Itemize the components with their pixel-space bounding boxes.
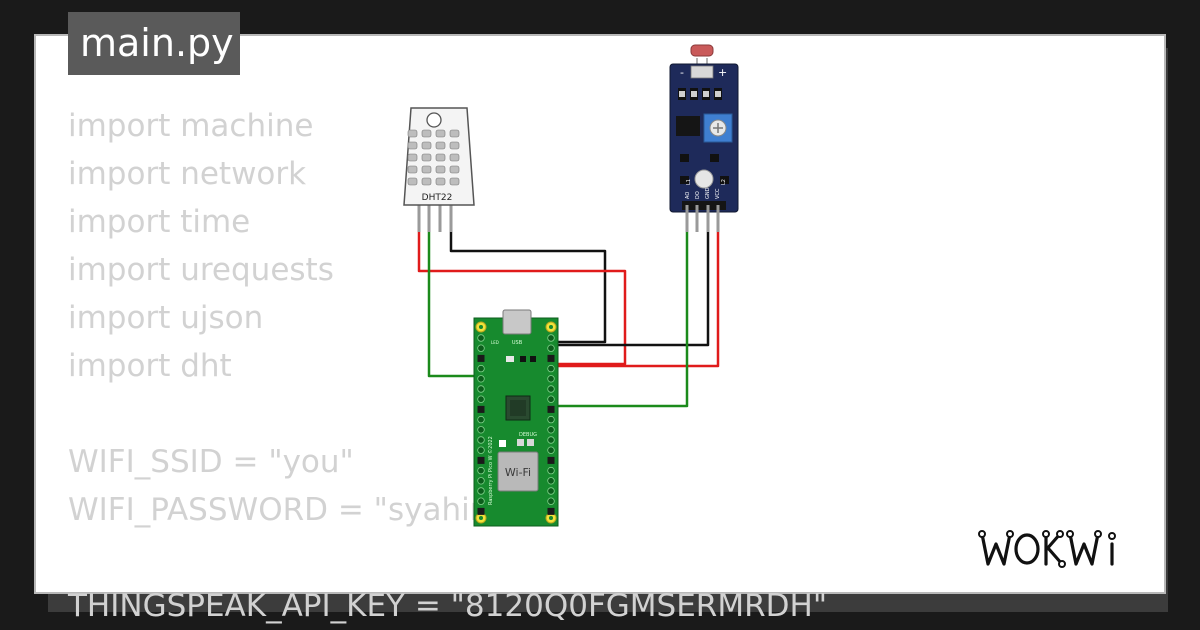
gpio-pin[interactable] <box>477 405 485 413</box>
pico-w-board[interactable]: USB LED DEBUG Wi-Fi Raspberry Pi Pico W … <box>473 309 559 527</box>
gpio-pin[interactable] <box>477 354 485 362</box>
gpio-pin[interactable] <box>547 395 555 403</box>
gpio-pin[interactable] <box>477 385 485 393</box>
pin-label: VCC <box>715 188 721 199</box>
ldr-module[interactable]: - + L1 L2 AO DO GND VCC <box>669 44 739 232</box>
code-line: import machine <box>68 108 314 144</box>
usb-label: USB <box>512 340 523 346</box>
code-line: import time <box>68 204 251 240</box>
wifi-module <box>497 451 539 492</box>
dht22-label: DHT22 <box>422 193 453 203</box>
gpio-pin[interactable] <box>547 375 555 383</box>
gpio-pin[interactable] <box>477 415 485 424</box>
file-tab-label: main.py <box>80 21 234 65</box>
gpio-pins-left <box>477 334 485 515</box>
code-line: import dht <box>68 348 232 384</box>
gpio-pin[interactable] <box>547 456 555 464</box>
gpio-pin[interactable] <box>477 477 485 485</box>
code-line: import urequests <box>68 252 334 288</box>
gpio-pins-right <box>547 334 555 515</box>
wire-black-ldr[interactable] <box>552 230 710 347</box>
file-tab[interactable]: main.py <box>68 12 240 75</box>
wifi-label: Wi-Fi <box>505 466 531 479</box>
diagram-canvas <box>34 34 1166 594</box>
gpio-pin[interactable] <box>547 354 555 362</box>
wire-red-dht[interactable] <box>417 230 627 366</box>
gpio-pin[interactable] <box>477 446 485 454</box>
debug-label: DEBUG <box>519 432 537 438</box>
code-line: WIFI_SSID = "you" <box>68 444 354 480</box>
usb-connector <box>502 309 532 335</box>
gpio-pin[interactable] <box>477 456 485 464</box>
gpio-pin[interactable] <box>547 344 555 352</box>
wire-green-dht[interactable] <box>427 230 478 378</box>
led-indicator <box>694 169 714 189</box>
plus-label: + <box>718 66 727 79</box>
code-line: THINGSPEAK_API_KEY = "8120Q0FGMSERMRDH" <box>68 588 828 624</box>
gpio-pin[interactable] <box>547 334 555 342</box>
gpio-pin[interactable] <box>547 497 555 505</box>
gpio-pin[interactable] <box>477 497 485 505</box>
minus-label: - <box>680 66 684 79</box>
gpio-pin[interactable] <box>477 395 485 403</box>
side-label: L2 <box>721 179 727 185</box>
wokwi-logo: WOKWI <box>976 520 1152 584</box>
side-label: L1 <box>686 179 692 185</box>
gpio-pin[interactable] <box>547 426 555 434</box>
gpio-pin[interactable] <box>477 426 485 434</box>
gpio-pin[interactable] <box>477 466 485 475</box>
gpio-pin[interactable] <box>477 364 485 373</box>
wire-green-ldr[interactable] <box>552 230 689 408</box>
led-label: LED <box>491 340 499 345</box>
gpio-pin[interactable] <box>547 477 555 485</box>
wokwi-logo-mark: WOKWI <box>978 530 1116 579</box>
comparator-chip <box>676 116 700 136</box>
gpio-pin[interactable] <box>547 436 555 444</box>
code-line: import ujson <box>68 300 264 336</box>
wire-red-ldr[interactable] <box>552 230 720 368</box>
gpio-pin[interactable] <box>547 507 555 515</box>
gpio-pin[interactable] <box>477 487 485 495</box>
pin-label: GND <box>705 187 711 199</box>
gpio-pin[interactable] <box>547 446 555 454</box>
gpio-pin[interactable] <box>477 436 485 444</box>
photoresistor-icon <box>690 44 714 57</box>
gpio-pin[interactable] <box>547 466 555 475</box>
pin-label: DO <box>695 191 701 199</box>
gpio-pin[interactable] <box>477 507 485 515</box>
gpio-pin[interactable] <box>477 375 485 383</box>
gpio-pin[interactable] <box>547 415 555 424</box>
dht22-sensor[interactable]: DHT22 <box>403 107 475 232</box>
pin-label: AO <box>685 192 691 199</box>
code-line: import network <box>68 156 307 192</box>
board-model-label: Raspberry Pi Pico W ©2022 <box>487 436 494 505</box>
gpio-pin[interactable] <box>547 364 555 373</box>
gpio-pin[interactable] <box>547 487 555 495</box>
code-editor[interactable]: import machine import network import tim… <box>68 102 827 630</box>
gpio-pin[interactable] <box>477 344 485 352</box>
gpio-pin[interactable] <box>547 385 555 393</box>
gpio-pin[interactable] <box>547 405 555 413</box>
gpio-pin[interactable] <box>477 334 485 342</box>
wire-black-dht[interactable] <box>449 230 607 344</box>
logo-text: WOKWI <box>1060 577 1068 579</box>
